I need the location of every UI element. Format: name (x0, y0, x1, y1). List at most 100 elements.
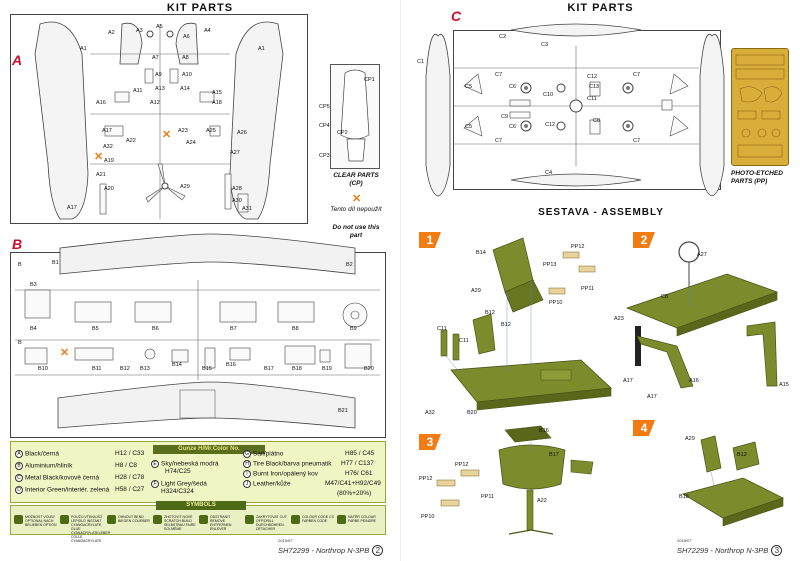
step-label: PP10 (549, 300, 563, 306)
part-label: B10 (38, 366, 48, 372)
footer-code: SH72299 - Northrop N-3PB (677, 546, 769, 555)
part-label: B9 (350, 326, 357, 332)
legend-code: H8 / C8 (115, 462, 138, 469)
sprue-a-frame (10, 14, 308, 224)
step-label: B17 (549, 452, 559, 458)
part-label: A10 (182, 72, 192, 78)
part-label: B16 (226, 362, 236, 368)
part-label: A17 (102, 128, 112, 134)
part-label: A15 (212, 90, 222, 96)
part-label: A31 (242, 206, 252, 212)
part-label: A5 (156, 24, 163, 30)
symbols-legend: SYMBOLS MOŽNOST VOLBY OPTIONAL NACH BELI… (10, 501, 386, 543)
step-1-badge: 1 (419, 232, 441, 248)
clear-part-label: CP5 (319, 104, 330, 110)
step-label: A16 (689, 378, 699, 384)
sprue-b-drawing (15, 233, 380, 429)
part-label: B3 (30, 282, 37, 288)
part-label: A7 (152, 55, 159, 61)
part-label: C7 (633, 138, 641, 144)
part-label: C5 (465, 124, 473, 130)
photo-etched-drawing (735, 54, 785, 158)
part-label: C3 (541, 42, 549, 48)
part-label: B2 (346, 262, 353, 268)
step-3-drawing (436, 425, 594, 535)
legend-code: H324/C324 (161, 488, 194, 495)
footer-date: 2019/07 (278, 538, 293, 543)
do-not-use-icon: ✕ (352, 193, 362, 205)
step-label: PP13 (543, 262, 557, 268)
part-label: C8 (593, 118, 601, 124)
step-label: PP12 (419, 476, 433, 482)
part-label: B13 (140, 366, 150, 372)
legend-ratio: (80%+20%) (337, 490, 372, 497)
part-label: A1 (80, 46, 87, 52)
step-label: A17 (623, 378, 633, 384)
part-label: B19 (322, 366, 332, 372)
do-not-use-mark-1: ✕ (94, 151, 104, 163)
legend-code: H74/C25 (165, 468, 191, 475)
part-label: C12 (587, 74, 598, 80)
do-not-use-cz: Tento díl nepoužít (330, 206, 382, 213)
part-label: C9 (501, 114, 509, 120)
step-label: PP11 (481, 494, 495, 500)
bend-icon (107, 515, 116, 524)
part-label: B21 (338, 408, 348, 414)
part-label: A26 (237, 130, 247, 136)
part-label: B8 (292, 326, 299, 332)
part-label: A14 (180, 86, 190, 92)
part-label: A23 (178, 128, 188, 134)
clear-part-label: CP4 (319, 123, 330, 129)
part-label: B (18, 262, 22, 268)
part-label: A4 (204, 28, 211, 34)
part-label: C7 (633, 72, 641, 78)
part-label: A19 (104, 158, 114, 164)
step-label: C11 (459, 338, 469, 344)
legend-code: M47/C41+H92/C49 (325, 480, 381, 487)
part-label: C6 (509, 124, 517, 130)
part-label: C12 (545, 122, 556, 128)
kit-parts-title: KIT PARTS (166, 2, 234, 14)
part-label: B15 (202, 366, 212, 372)
part-label: B5 (92, 326, 99, 332)
part-label: A1 (258, 46, 265, 52)
step-4-badge: 4 (633, 420, 655, 436)
clear-parts-drawing (340, 69, 370, 162)
clear-part-label: CP2 (337, 130, 348, 136)
colour-code-icon (291, 515, 300, 524)
part-label: A24 (186, 140, 196, 146)
part-label: A32 (103, 144, 113, 150)
step-label: B14 (476, 250, 486, 256)
part-label: C11 (587, 96, 597, 102)
part-label: B4 (30, 326, 37, 332)
step-label: C11 (437, 326, 447, 332)
clear-parts-frame (330, 64, 380, 169)
part-label: B14 (172, 362, 182, 368)
legend-code: H77 / C137 (341, 460, 374, 467)
footer-date: 2019/07 (677, 538, 692, 543)
sprue-a-drawing (34, 21, 284, 220)
part-label: A16 (96, 100, 106, 106)
part-label: A29 (180, 184, 190, 190)
clear-parts-caption: CLEAR PARTS (CP) (333, 172, 379, 187)
part-label: B18 (292, 366, 302, 372)
kit-parts-title: KIT PARTS (567, 2, 634, 14)
part-label: C7 (495, 72, 503, 78)
step-label: PP12 (571, 244, 585, 250)
part-label: A6 (183, 34, 190, 40)
part-label: A28 (232, 186, 242, 192)
step-1-drawing (440, 237, 612, 411)
part-label: A13 (155, 86, 165, 92)
photo-etched-fret (731, 48, 789, 166)
